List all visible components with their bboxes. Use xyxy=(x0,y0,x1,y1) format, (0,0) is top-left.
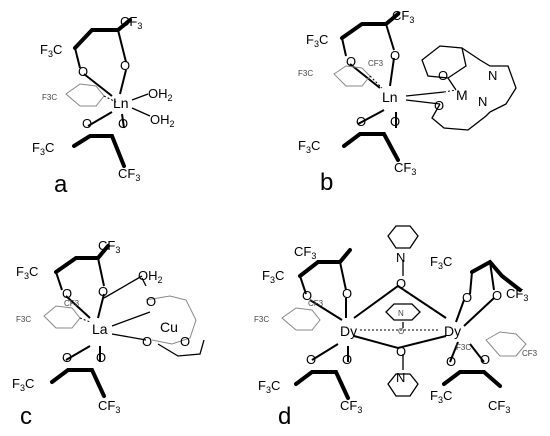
cf3-label: CF3 xyxy=(488,398,510,415)
oxygen-label: O xyxy=(438,68,448,83)
oxygen-label: O xyxy=(480,352,490,367)
oxygen-label: O xyxy=(118,116,128,131)
panel-letter-b: b xyxy=(320,169,333,196)
oxygen-label: O xyxy=(146,294,156,309)
cf3-label: CF3 xyxy=(522,349,538,358)
cf3-label: CF3 xyxy=(392,8,414,25)
f3c-label: F3C xyxy=(42,93,57,102)
metal-dy: Dy xyxy=(340,323,357,339)
cf3-label: CF3 xyxy=(64,299,80,308)
f3c-label: F3C xyxy=(16,264,38,281)
oxygen-label: O xyxy=(302,288,312,303)
oxygen-label: O xyxy=(82,116,92,131)
cf3-label: CF3 xyxy=(118,166,140,183)
panel-b: CF3 F3C O O F3C CF3 O N Ln M N O O O F3C… xyxy=(298,8,517,196)
oxygen-label: O xyxy=(180,334,190,349)
f3c-label: F3C xyxy=(258,378,280,395)
oxygen-label: O xyxy=(62,286,72,301)
panel-letter-d: d xyxy=(278,403,291,430)
oxygen-label: O xyxy=(396,344,406,359)
f3c-label: F3C xyxy=(40,42,62,59)
f3c-label: F3C xyxy=(456,343,471,352)
f3c-label: F3C xyxy=(32,140,54,157)
oxygen-label: O xyxy=(96,350,106,365)
water-ligand-label: OH2 xyxy=(148,86,173,103)
oxygen-label: O xyxy=(142,334,152,349)
oxygen-label: O xyxy=(390,48,400,63)
panel-a: CF3 F3C O O F3C Ln OH2 OH2 O O F3C CF3 a xyxy=(32,14,175,198)
nitrogen-label: N xyxy=(396,370,405,385)
oxygen-label: O xyxy=(346,54,356,69)
oxygen-label: O xyxy=(356,114,366,129)
oxygen-label: O xyxy=(462,290,472,305)
metal-ln: Ln xyxy=(382,89,398,105)
cf3-label: CF3 xyxy=(98,238,120,255)
oxygen-label: O xyxy=(398,327,404,336)
f3c-label: F3C xyxy=(254,315,269,324)
panel-letter-c: c xyxy=(20,403,32,430)
oxygen-label: O xyxy=(62,350,72,365)
water-ligand-label: OH2 xyxy=(150,112,175,129)
oxygen-label: O xyxy=(78,64,88,79)
oxygen-label: O xyxy=(396,276,406,291)
f3c-label: F3C xyxy=(306,32,328,49)
f3c-label: F3C xyxy=(12,376,34,393)
cf3-label: CF3 xyxy=(340,398,362,415)
oxygen-label: O xyxy=(446,354,456,369)
cf3-label: CF3 xyxy=(506,286,528,303)
f3c-label: F3C xyxy=(430,254,452,271)
nitrogen-label: N xyxy=(478,94,487,109)
oxygen-label: O xyxy=(98,284,108,299)
metal-cu: Cu xyxy=(160,319,178,335)
f3c-label: F3C xyxy=(298,138,320,155)
oxygen-label: O xyxy=(120,58,130,73)
cf3-label: CF3 xyxy=(368,59,384,68)
f3c-label: F3C xyxy=(430,388,452,405)
f3c-label: F3C xyxy=(16,315,31,324)
f3c-label: F3C xyxy=(262,268,284,285)
cf3-label: CF3 xyxy=(308,299,324,308)
panel-c: CF3 F3C OH2 O O O F3C CF3 La Cu O O O O … xyxy=(12,238,205,430)
oxygen-label: O xyxy=(342,352,352,367)
oxygen-label: O xyxy=(306,352,316,367)
nitrogen-label: N xyxy=(396,250,405,265)
metal-dy: Dy xyxy=(444,323,461,339)
oxygen-label: O xyxy=(342,286,352,301)
panel-letter-a: a xyxy=(54,171,68,198)
oxygen-label: O xyxy=(390,114,400,129)
cf3-label: CF3 xyxy=(120,14,142,31)
metal-ln: Ln xyxy=(113,95,129,111)
cf3-label: CF3 xyxy=(98,398,120,415)
panel-d: N O CF3 F3C F3C CF3 O O O O F3C CF3 N O … xyxy=(254,225,538,430)
metal-la: La xyxy=(92,321,108,337)
oxygen-label: O xyxy=(492,288,502,303)
f3c-label: F3C xyxy=(298,69,313,78)
cf3-label: CF3 xyxy=(294,244,316,261)
nitrogen-label: N xyxy=(398,309,404,318)
water-ligand-label: OH2 xyxy=(138,268,163,285)
oxygen-label: O xyxy=(434,98,444,113)
nitrogen-label: N xyxy=(488,68,497,83)
metal-m: M xyxy=(456,87,468,103)
cf3-label: CF3 xyxy=(394,160,416,177)
